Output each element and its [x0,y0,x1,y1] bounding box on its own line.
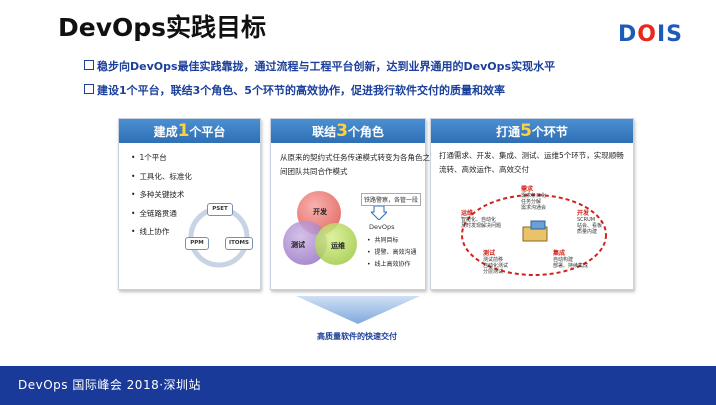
list-item: 1个平台 [131,152,192,163]
card-platform-header: 建成1个平台 [119,119,260,143]
role-note: 铁路警察，各管一段 [361,193,422,206]
node-int: 集成 自动构建 部署、持续集成 [553,250,589,270]
ops-label: 运维 [331,242,345,250]
bullet-2: 建设1个平台，联结3个角色、5个环节的高效协作，促进我行软件交付的质量和效率 [84,82,505,98]
roles-list: 共同目标 提警、高效沟通 线上高效协作 [367,235,417,271]
list-item: 工具化、标准化 [131,171,192,182]
list-item: 提警、高效沟通 [367,247,417,256]
node-test: 测试 测试前移 自动化测试 分层测试 [483,250,509,276]
list-item: 多种关键技术 [131,189,192,200]
down-arrow-icon [371,206,387,220]
roles-description: 从原来的契约式任务传递模式转变为各角色之间团队共同合作模式 [280,153,430,176]
ops-circle [315,223,357,265]
cycle-ring [461,194,607,276]
ppm-box: PPM [185,237,209,250]
node-dev: 开发 SCRUM 站会、看板 质量内建 [577,210,603,236]
checkbox-icon [84,84,94,94]
node-ops: 运维 智能化、自动化 及时发现解决问题 [461,210,502,230]
devops-label: DevOps [369,223,395,231]
node-req: 需求 需求条目化 任务分解 需求沟通会 [521,186,547,212]
footer-bar: DevOps 国际峰会 2018·深圳站 [0,366,716,405]
dois-logo: DOIS [618,22,683,47]
pset-box: PSET [207,203,233,216]
stages-description: 打通需求、开发、集成、测试、运维5个环节，实现顺畅流转、高效运作、高效交付 [439,151,624,174]
list-item: 线上高效协作 [367,259,417,268]
card-roles-header: 联结3个角色 [271,119,425,143]
card-stages: 打通5个环节 打通需求、开发、集成、测试、运维5个环节，实现顺畅流转、高效运作、… [430,118,634,290]
test-label: 测试 [291,241,305,249]
itoms-box: ITOMS [225,237,253,250]
list-item: 共同目标 [367,235,417,244]
list-item: 线上协作 [131,226,192,237]
checkbox-icon [84,60,94,70]
page-title: DevOps实践目标 [58,13,267,42]
card-platform-list: 1个平台 工具化、标准化 多种关键技术 全链路贯通 线上协作 [131,152,192,245]
card-roles: 联结3个角色 从原来的契约式任务传递模式转变为各角色之间团队共同合作模式 开发 … [270,118,430,290]
card-stages-header: 打通5个环节 [431,119,633,143]
dev-label: 开发 [313,208,327,216]
down-chevron-arrow-icon [296,296,420,324]
list-item: 全链路贯通 [131,208,192,219]
delivery-label: 高质量软件的快速交付 [317,332,397,341]
card-platform: 建成1个平台 1个平台 工具化、标准化 多种关键技术 全链路贯通 线上协作 PS… [118,118,261,290]
bullet-1: 稳步向DevOps最佳实践靠拢，通过流程与工程平台创新，达到业界通用的DevOp… [84,58,555,74]
footer-text: DevOps 国际峰会 2018·深圳站 [18,378,202,392]
